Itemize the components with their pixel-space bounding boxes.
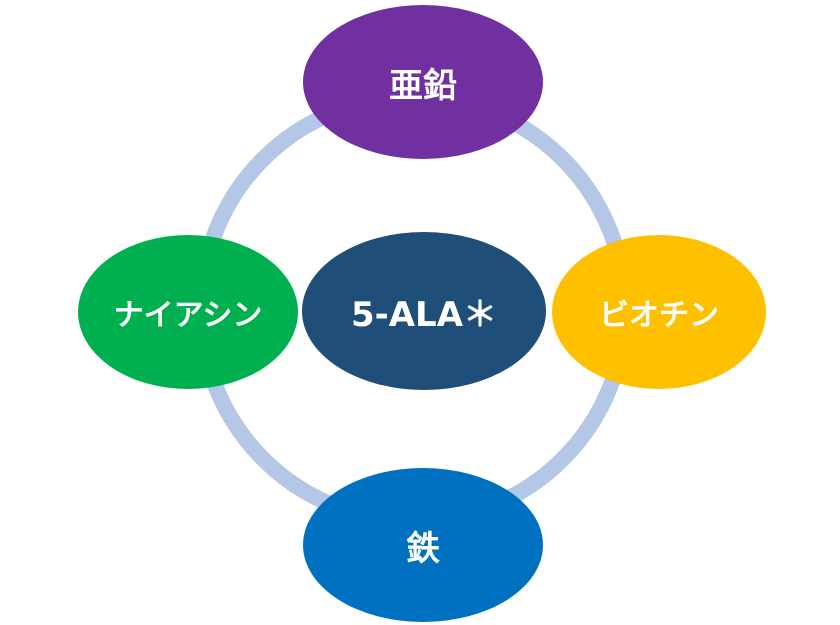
node-niacin-label: ナイアシン xyxy=(113,298,263,333)
node-iron: 鉄 xyxy=(303,468,543,622)
node-5-ala-label: 5-ALA＊ xyxy=(350,294,498,335)
node-biotin: ビオチン xyxy=(552,235,766,389)
node-5-ala: 5-ALA＊ xyxy=(302,232,546,390)
node-zinc: 亜鉛 xyxy=(303,5,543,159)
node-iron-label: 鉄 xyxy=(406,528,440,569)
node-zinc-label: 亜鉛 xyxy=(389,65,457,106)
node-biotin-label: ビオチン xyxy=(599,298,719,333)
node-niacin: ナイアシン xyxy=(78,235,298,389)
